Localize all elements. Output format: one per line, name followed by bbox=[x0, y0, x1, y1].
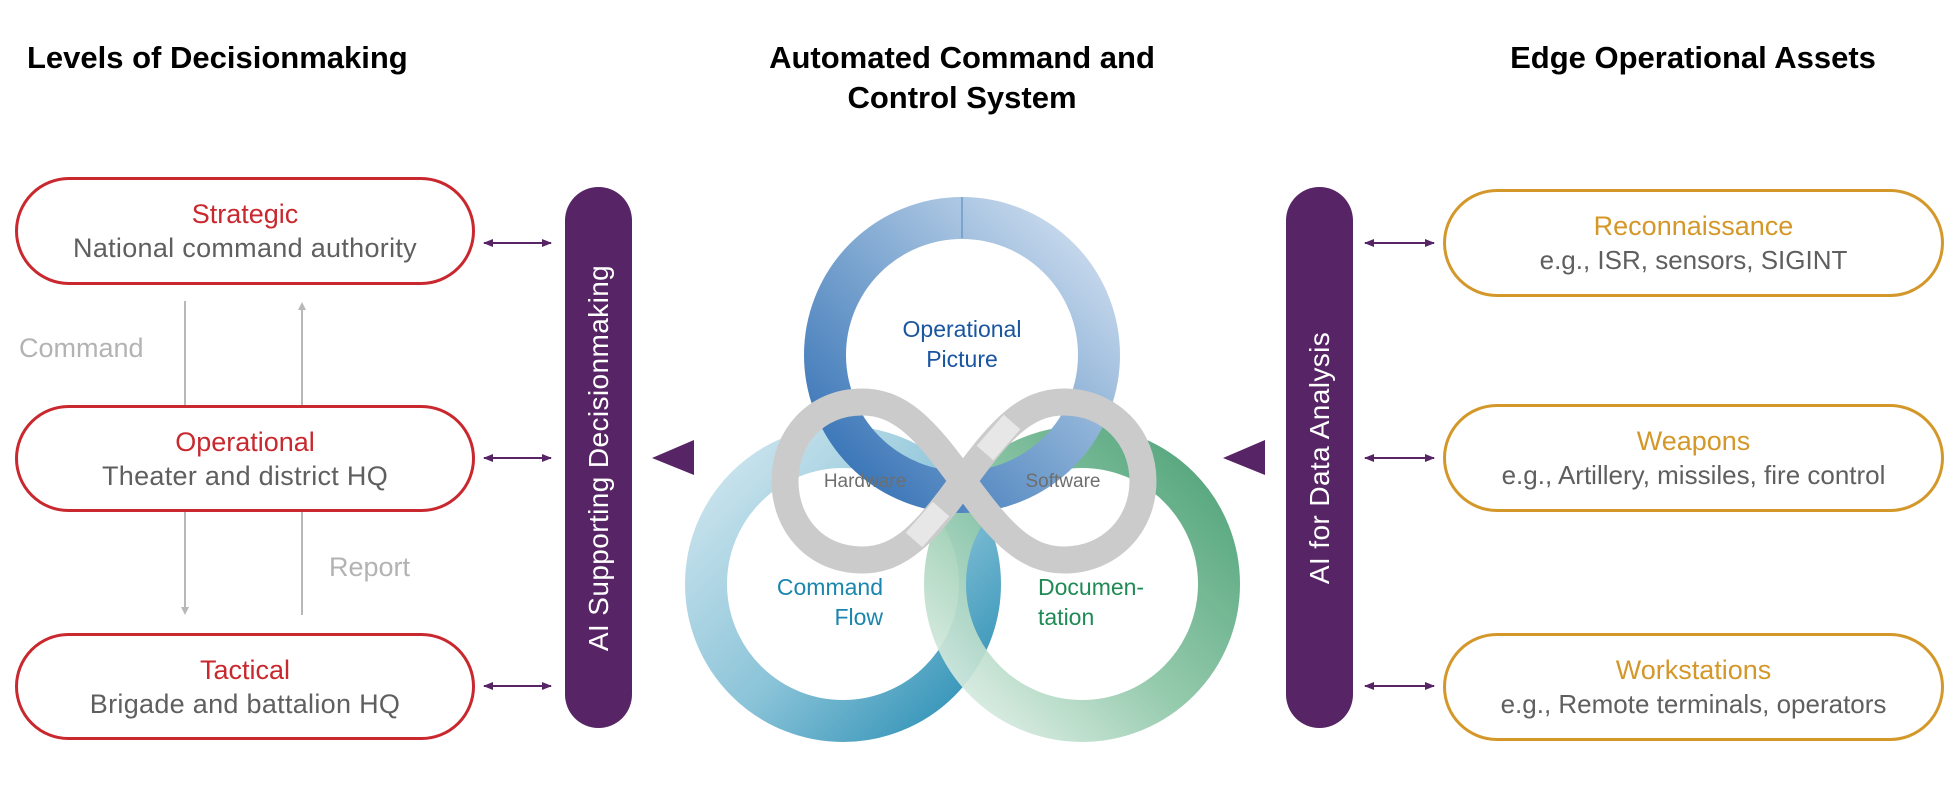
command-label: Command bbox=[19, 333, 144, 363]
right-column-title: Edge Operational Assets bbox=[1510, 40, 1876, 75]
ring-label-line: tation bbox=[1038, 604, 1095, 630]
left-column-title: Levels of Decisionmaking bbox=[27, 40, 408, 75]
left-pointing-triangle-icon-right bbox=[1223, 440, 1265, 475]
ai-data-analysis-bar: AI for Data Analysis bbox=[1286, 187, 1353, 728]
level-title: Operational bbox=[175, 426, 315, 457]
level-box-strategic: Strategic National command authority bbox=[15, 177, 475, 285]
hardware-label: Hardware bbox=[823, 471, 907, 492]
ai-supporting-decisionmaking-bar: AI Supporting Decisionmaking bbox=[565, 187, 632, 728]
asset-subtitle: e.g., Remote terminals, operators bbox=[1500, 689, 1887, 719]
level-title: Strategic bbox=[191, 199, 299, 229]
level-subtitle: Theater and district HQ bbox=[101, 460, 388, 491]
ring-label-line: Command bbox=[776, 574, 883, 600]
center-title-line-2: Control System bbox=[847, 80, 1077, 115]
ring-label-line: Flow bbox=[834, 604, 883, 630]
center-column-title: Automated Command and Control System bbox=[712, 38, 1212, 118]
center-title-line-1: Automated Command and bbox=[769, 40, 1155, 75]
ring-label-command-flow: Command Flow bbox=[700, 572, 883, 632]
asset-title: Workstations bbox=[1615, 655, 1772, 685]
asset-title: Weapons bbox=[1636, 426, 1751, 456]
left-pointing-triangle-icon bbox=[652, 440, 694, 475]
level-subtitle: National command authority bbox=[73, 233, 417, 263]
ring-label-operational-picture: Operational Picture bbox=[862, 314, 1062, 374]
infinity-loop bbox=[771, 388, 1157, 574]
asset-box-reconnaissance: Reconnaissance e.g., ISR, sensors, SIGIN… bbox=[1443, 189, 1944, 297]
ring-label-line: Picture bbox=[926, 346, 998, 372]
ring-label-line: Documen- bbox=[1038, 574, 1145, 600]
ai-bar-label: AI Supporting Decisionmaking bbox=[582, 264, 614, 651]
asset-box-weapons: Weapons e.g., Artillery, missiles, fire … bbox=[1443, 404, 1944, 512]
level-subtitle: Brigade and battalion HQ bbox=[89, 688, 401, 719]
software-label: Software bbox=[1025, 471, 1101, 492]
ai-bar-label: AI for Data Analysis bbox=[1303, 331, 1335, 584]
ring-label-documentation: Documen- tation bbox=[1038, 572, 1238, 632]
report-label: Report bbox=[329, 552, 411, 582]
level-box-operational: Operational Theater and district HQ bbox=[15, 405, 475, 512]
asset-title: Reconnaissance bbox=[1593, 211, 1794, 241]
level-title: Tactical bbox=[199, 654, 291, 685]
asset-box-workstations: Workstations e.g., Remote terminals, ope… bbox=[1443, 633, 1944, 741]
level-box-tactical: Tactical Brigade and battalion HQ bbox=[15, 633, 475, 740]
infinity-crossing-shade bbox=[976, 414, 1021, 461]
infinity-crossing-shade-lower bbox=[905, 501, 950, 548]
asset-subtitle: e.g., Artillery, missiles, fire control bbox=[1501, 460, 1886, 490]
asset-subtitle: e.g., ISR, sensors, SIGINT bbox=[1539, 245, 1848, 275]
ring-label-line: Operational bbox=[902, 316, 1022, 342]
